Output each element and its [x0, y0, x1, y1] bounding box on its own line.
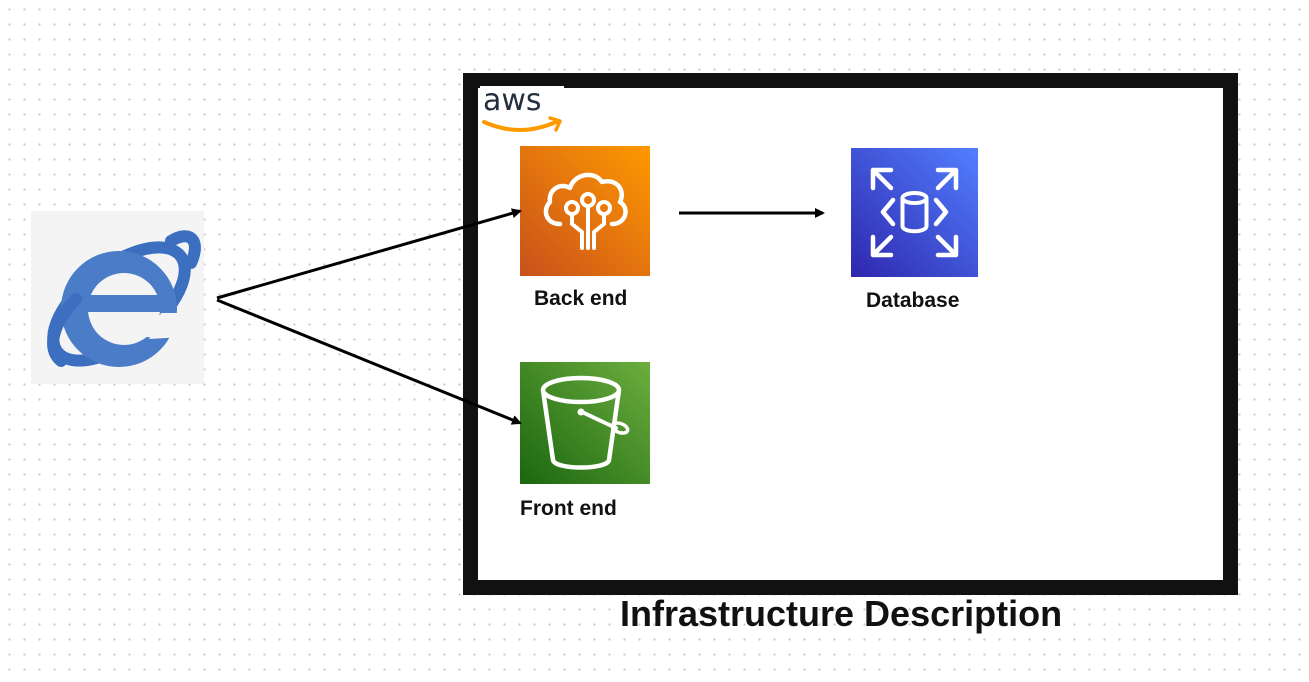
database-node [851, 148, 978, 277]
backend-label: Back end [534, 287, 628, 310]
browser-node [31, 211, 204, 384]
backend-node [520, 146, 650, 276]
aws-smile-icon [482, 116, 562, 132]
cloud-circuit-icon [543, 172, 628, 250]
frontend-node [520, 362, 650, 484]
database-label: Database [866, 289, 960, 312]
aws-logo-text: aws [483, 83, 542, 118]
aws-logo: aws [480, 83, 564, 136]
diagram-title: Infrastructure Description [620, 593, 1063, 634]
database-icon [870, 167, 959, 258]
bucket-icon [540, 375, 630, 470]
internet-explorer-icon [47, 230, 201, 367]
frontend-label: Front end [520, 497, 617, 520]
